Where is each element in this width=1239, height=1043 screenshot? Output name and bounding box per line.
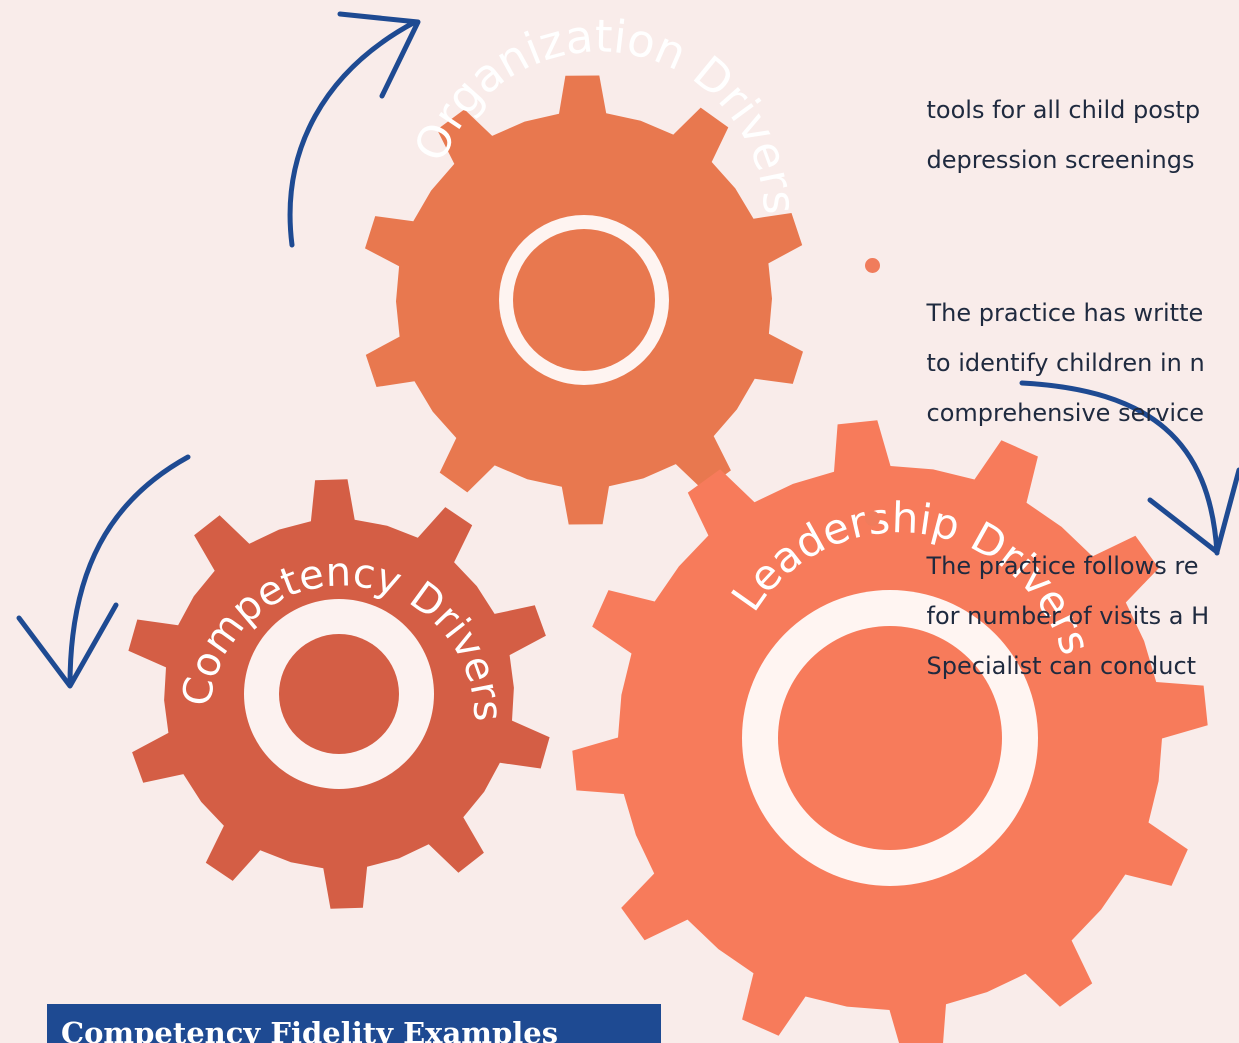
bullet-line: depression screenings xyxy=(926,146,1195,174)
arrow-left xyxy=(67,454,191,688)
bullet-line: The practice has writte xyxy=(926,299,1204,327)
bullet-item-visit-limits: The practice follows re for number of vi… xyxy=(862,504,1239,704)
bullet-line: comprehensive service xyxy=(926,399,1205,427)
section-title-bar: Competency Fidelity Examples xyxy=(47,1004,661,1043)
fidelity-bullet-list: tools for all child postp depression scr… xyxy=(862,0,1239,732)
section-title: Competency Fidelity Examples xyxy=(61,1016,559,1043)
bullet-line: Specialist can conduct xyxy=(926,652,1197,680)
bullet-item-screening-tools: tools for all child postp depression scr… xyxy=(862,48,1239,198)
organization-gear: Organization Drivers xyxy=(365,9,807,525)
organization-gear-hub xyxy=(513,229,655,371)
bullet-dot xyxy=(865,258,880,273)
competency-gear-hub xyxy=(279,634,399,754)
bullet-dot xyxy=(865,511,880,526)
bullet-item-written-policy: The practice has writte to identify chil… xyxy=(862,251,1239,451)
leadership-gear-hub xyxy=(778,626,1002,850)
arrow-right-head xyxy=(1147,467,1239,555)
bullet-line: to identify children in n xyxy=(926,349,1205,377)
arrow-top-left xyxy=(287,19,418,248)
competency-gear: Competency Drivers xyxy=(128,479,550,909)
arrow-top-left-head xyxy=(337,11,421,99)
bullet-line: The practice follows re xyxy=(926,552,1199,580)
bullet-line: tools for all child postp xyxy=(926,96,1201,124)
arrow-left-head xyxy=(16,602,119,689)
bullet-line: for number of visits a H xyxy=(926,602,1210,630)
arrow-right xyxy=(1019,380,1220,556)
leadership-gear: Leadership Drivers xyxy=(572,420,1208,1043)
